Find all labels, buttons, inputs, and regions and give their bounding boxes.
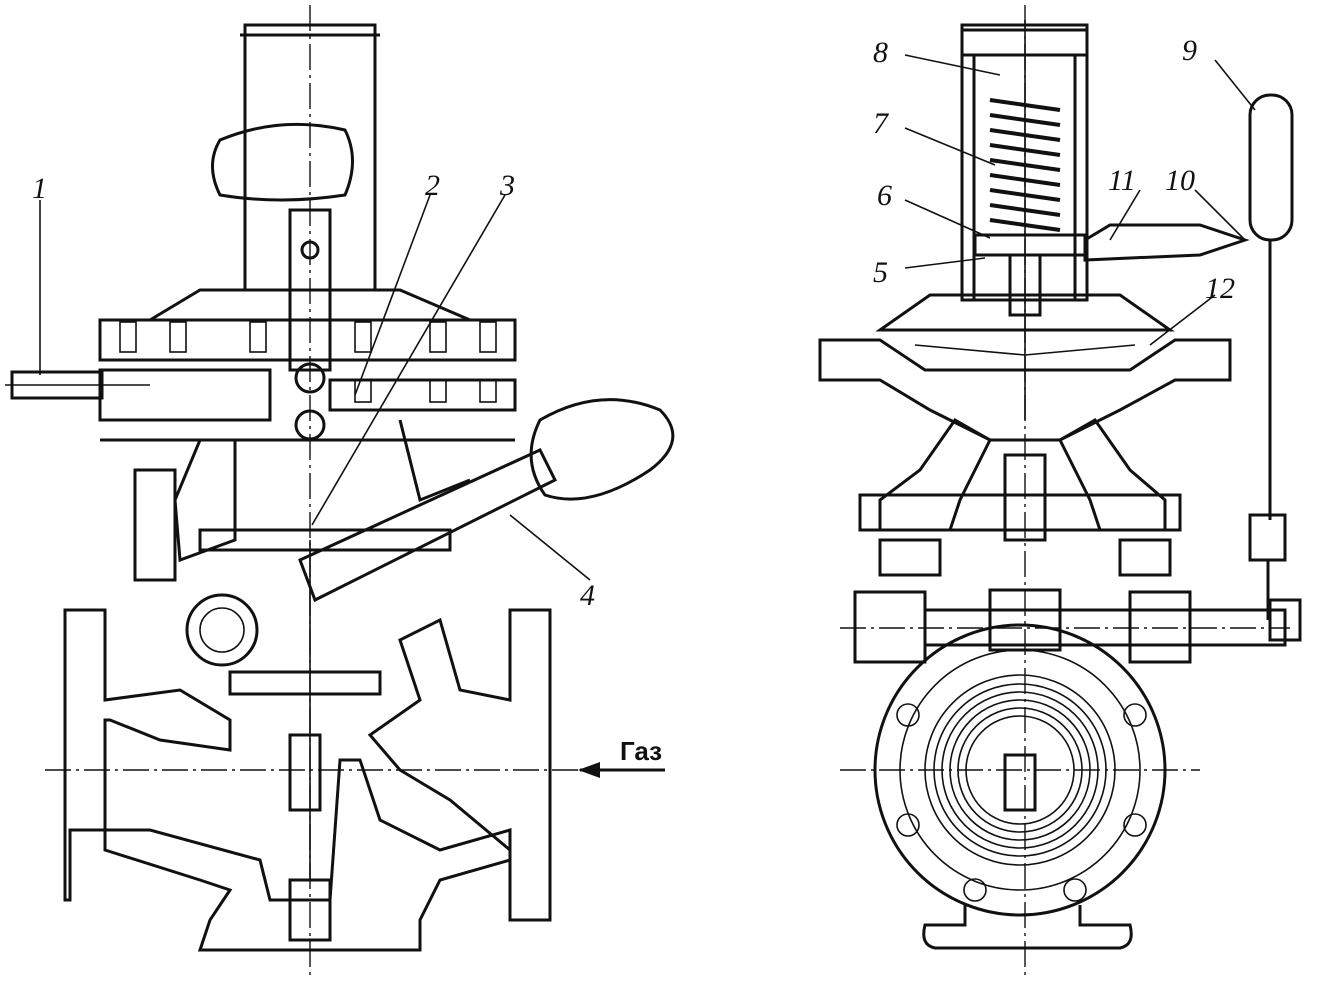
bolts-top	[119, 321, 497, 403]
label-4: 4	[580, 579, 595, 612]
label-1: 1	[32, 172, 47, 205]
label-11: 11	[1108, 164, 1136, 197]
label-3: 3	[499, 169, 515, 202]
valve-body-left	[63, 608, 232, 902]
gas-flow-label: Газ	[620, 736, 662, 766]
label-8: 8	[873, 36, 888, 69]
lever-arm	[298, 448, 558, 603]
base-foot	[922, 905, 1133, 950]
right-section-view	[818, 5, 1302, 980]
label-12: 12	[1205, 272, 1235, 305]
valve-plug	[288, 733, 322, 812]
valve-seat	[228, 670, 382, 696]
lever-weight	[529, 398, 675, 501]
pipe-flange	[873, 623, 1167, 917]
label-5: 5	[873, 256, 888, 289]
flange-bore	[924, 674, 1116, 866]
valve-body-right	[367, 608, 552, 922]
housing-flange-left	[98, 368, 272, 422]
flange-bolts	[896, 703, 1147, 902]
part-labels: 1 2 3 4 5 6 7 8 9 10 11 12 Газ	[32, 34, 1235, 766]
counterweight	[211, 122, 354, 202]
weight-9	[1248, 93, 1294, 242]
label-2: 2	[425, 169, 440, 202]
label-10: 10	[1165, 164, 1195, 197]
handwheel	[185, 593, 259, 667]
label-7: 7	[873, 107, 890, 140]
diaphragm-housing	[818, 338, 1232, 442]
label-9: 9	[1182, 34, 1197, 67]
trip-shaft	[923, 608, 1287, 647]
spring-plate	[973, 233, 1087, 257]
left-section-view	[5, 5, 675, 980]
label-6: 6	[877, 179, 892, 212]
release-lever	[1083, 223, 1250, 262]
leader-lines	[39, 54, 1256, 581]
